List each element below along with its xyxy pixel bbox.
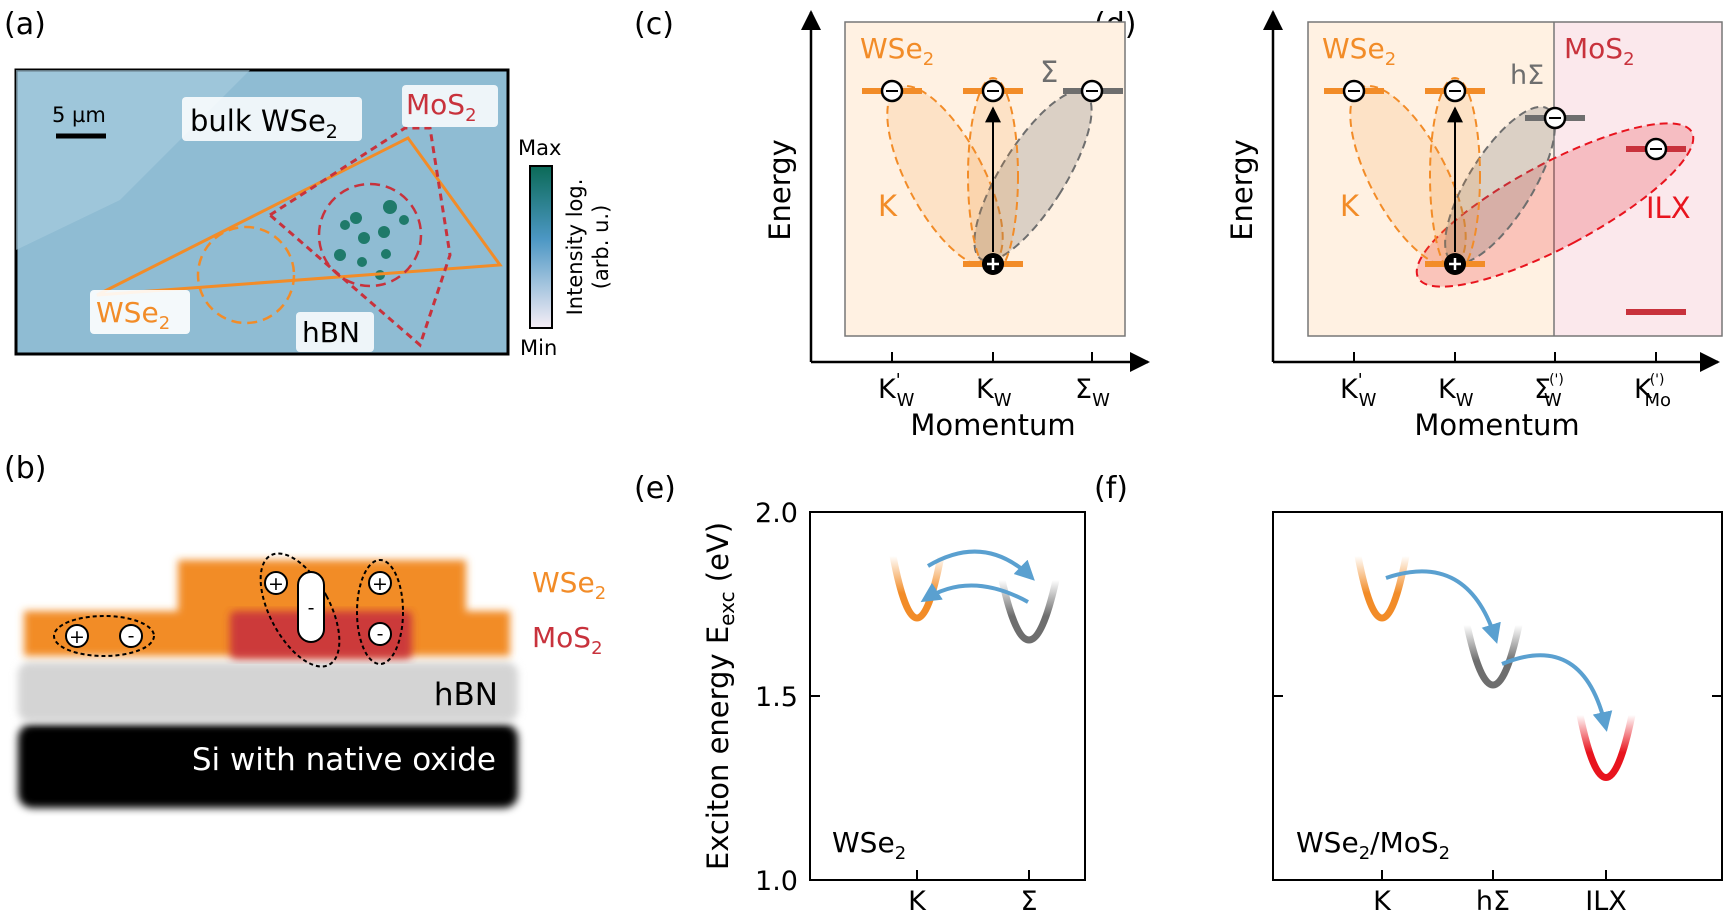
colorbar bbox=[529, 165, 553, 329]
ytick-label-2: 2.0 bbox=[755, 498, 798, 529]
panel-a: 5 µm bulk WSe2 MoS2 WSe2 hBN Max Min Int… bbox=[14, 68, 613, 360]
panel-label-b: (b) bbox=[4, 451, 46, 486]
interlayer-exciton bbox=[259, 552, 341, 668]
scatter-arrow-hsigma-to-ilx bbox=[1501, 653, 1613, 732]
wse2-outline bbox=[96, 136, 503, 297]
exciton-hsigma bbox=[1444, 105, 1556, 265]
wse2-label: WSe2 bbox=[1322, 32, 1396, 70]
xtick-sigma: Σ bbox=[1020, 886, 1037, 916]
mos2-region bbox=[1554, 22, 1722, 336]
x-ticks: K'W KW Σ(')W K(')Mo bbox=[1340, 352, 1671, 411]
tick-sigma: Σ(')W bbox=[1534, 372, 1564, 411]
xtick-k: K bbox=[908, 886, 927, 916]
material-label: WSe2/MoS2 bbox=[1296, 826, 1450, 864]
k-label: K bbox=[878, 189, 898, 223]
wse2-layer-label: WSe2 bbox=[532, 566, 606, 604]
panel-d: Energy Momentum WSe2 MoS2 K hΣ ILX bbox=[1225, 10, 1723, 442]
tick-k: KW bbox=[1438, 374, 1474, 411]
xtick-ilx: ILX bbox=[1585, 886, 1627, 916]
tick-kmo: K(')Mo bbox=[1634, 372, 1671, 411]
tick-k-prime: K'W bbox=[878, 370, 915, 411]
hbn-layer-label: hBN bbox=[434, 677, 498, 713]
panel-e: Exciton energy Eexc (eV) 2.0 1.5 1.0 K Σ… bbox=[701, 498, 1086, 916]
y-axis-label: Energy bbox=[763, 139, 797, 241]
mos2-label: MoS2 bbox=[1564, 32, 1635, 70]
mos2-label-bg bbox=[402, 85, 498, 127]
tick-k: KW bbox=[976, 374, 1012, 411]
intralayer-exciton bbox=[53, 615, 155, 657]
hbn-label: hBN bbox=[302, 316, 360, 349]
electron-symbol-interlayer: - bbox=[308, 597, 315, 619]
x-axis-label: Momentum bbox=[910, 408, 1075, 442]
wse2-region bbox=[844, 21, 1126, 337]
ytick-label-1: 1.0 bbox=[755, 866, 798, 897]
vertical-exciton bbox=[356, 559, 404, 665]
y-axis-label: Exciton energy Eexc (eV) bbox=[701, 522, 739, 870]
wse2-label: WSe2 bbox=[96, 296, 170, 334]
si-substrate bbox=[18, 724, 518, 808]
wse2-label: WSe2 bbox=[860, 32, 934, 70]
wse2-label-bg bbox=[90, 290, 190, 334]
parabola-hsigma bbox=[1463, 621, 1523, 689]
scatter-arrow-sigma-to-k bbox=[920, 582, 1029, 604]
parabola-k bbox=[1354, 552, 1410, 622]
mos2-outline bbox=[267, 126, 452, 348]
parabola-ilx bbox=[1576, 711, 1636, 781]
xtick-k: K bbox=[1373, 886, 1392, 916]
panel-b: Si with native oxide hBN WSe2 MoS2 + - +… bbox=[18, 552, 606, 808]
xtick-hsigma: hΣ bbox=[1476, 886, 1510, 916]
hbn-layer bbox=[18, 662, 518, 722]
parabola-sigma bbox=[998, 576, 1060, 644]
panel-label-c: (c) bbox=[634, 7, 674, 42]
hole-symbol-vertical: + bbox=[372, 573, 388, 595]
tick-sigma: ΣW bbox=[1075, 374, 1110, 411]
scatter-arrow-k-to-sigma bbox=[926, 549, 1035, 581]
mos2-layer-label: MoS2 bbox=[532, 621, 603, 659]
ytick-label-15: 1.5 bbox=[755, 682, 798, 713]
plot-frame bbox=[809, 511, 1086, 881]
plot-frame bbox=[1272, 511, 1723, 881]
electron-symbol: - bbox=[128, 625, 135, 647]
material-label: WSe2 bbox=[832, 826, 906, 864]
x-axis-label: Momentum bbox=[1414, 408, 1579, 442]
bulk-label-bg bbox=[182, 97, 362, 141]
colorbar-min: Min bbox=[520, 336, 557, 360]
scatter-arrow-k-to-hsigma bbox=[1385, 569, 1501, 644]
mos2-roi-circle bbox=[317, 182, 423, 288]
exciton-ilx bbox=[1415, 122, 1695, 288]
electron-symbol-vertical: - bbox=[377, 623, 384, 645]
panel-label-a: (a) bbox=[4, 7, 46, 42]
mos2-label: MoS2 bbox=[406, 88, 477, 126]
region-frame bbox=[1307, 21, 1723, 337]
panel-c: Energy Momentum WSe2 K Σ K'W KW ΣW bbox=[763, 10, 1150, 442]
hole-symbol: + bbox=[69, 626, 85, 648]
parabola-k bbox=[889, 552, 945, 622]
tick-k-prime: K'W bbox=[1340, 370, 1377, 411]
panel-f: K hΣ ILX WSe2/MoS2 bbox=[1272, 511, 1723, 916]
hbn-label-bg bbox=[296, 312, 374, 352]
wse2-roi-circle bbox=[196, 225, 296, 325]
panel-label-f: (f) bbox=[1094, 471, 1128, 506]
hole-symbol-interlayer: + bbox=[268, 573, 284, 595]
electron-cloud bbox=[297, 571, 325, 643]
k-label: K bbox=[1340, 189, 1360, 223]
sigma-label: Σ bbox=[1040, 55, 1058, 89]
substrate-label: Si with native oxide bbox=[192, 742, 496, 778]
colorbar-max: Max bbox=[518, 136, 561, 160]
scale-bar-label: 5 µm bbox=[52, 103, 106, 127]
ilx-label: ILX bbox=[1646, 191, 1691, 225]
bulk-wse2-label: bulk WSe2 bbox=[190, 104, 338, 143]
hsigma-label: hΣ bbox=[1510, 60, 1544, 91]
wse2-region bbox=[1308, 22, 1554, 336]
colorbar-label: Intensity log.(arb. u.) bbox=[563, 179, 613, 316]
y-axis-label: Energy bbox=[1225, 139, 1259, 241]
panel-label-e: (e) bbox=[634, 471, 676, 506]
x-ticks: K'W KW ΣW bbox=[878, 352, 1110, 411]
